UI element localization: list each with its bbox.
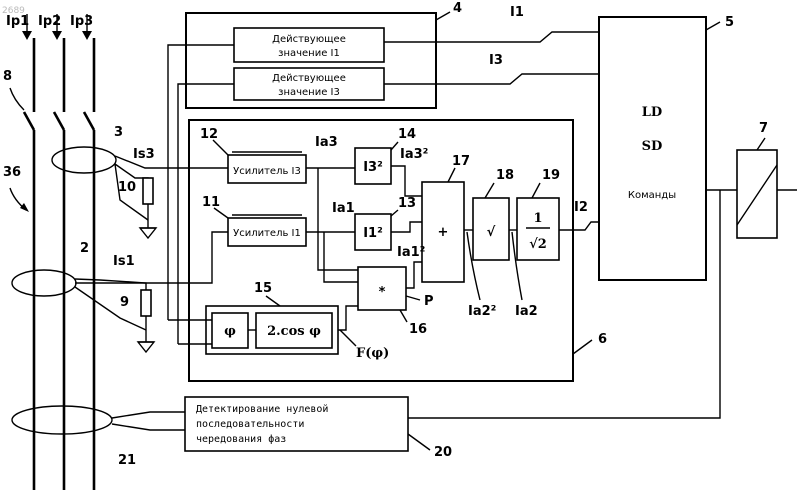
amplifier-i1-label: Усилитель I1: [233, 228, 301, 239]
ref-12: 12: [200, 127, 218, 142]
ref-19: 19: [542, 168, 560, 183]
sqrt-label: √: [487, 225, 496, 240]
phase-lines: [24, 38, 94, 490]
signal-ia3-sq: Ia3²: [400, 147, 428, 162]
ref-36: 36: [3, 165, 21, 180]
ct3-wiring: [115, 156, 190, 238]
signal-ia1: Ia1: [332, 201, 355, 216]
wire-i1: [384, 32, 599, 42]
summer-label: +: [438, 225, 449, 240]
phase-label-3: Ip3: [70, 14, 93, 29]
ld-label: LD: [642, 105, 662, 120]
wire-i3: [384, 74, 599, 84]
zero-sequence-transformer-21: [12, 406, 112, 434]
ref-5: 5: [725, 15, 734, 30]
ref-7: 7: [759, 121, 768, 136]
detector-line-2: последовательности: [196, 419, 304, 430]
detector-line-3: чередования фаз: [196, 433, 286, 445]
squarer-i3-label: I3²: [363, 160, 383, 175]
ref-9: 9: [120, 295, 129, 310]
ref-3: 3: [114, 125, 123, 140]
signal-ia1-sq: Ia1²: [397, 245, 425, 260]
signal-is3: Is3: [133, 147, 155, 162]
signal-i2: I2: [574, 200, 588, 215]
phi-label: φ: [224, 324, 236, 339]
phase-label-2: Ip2: [38, 14, 61, 29]
ref-15: 15: [254, 281, 272, 296]
phase-label-1: Ip1: [6, 14, 29, 29]
wire-i2: [559, 222, 599, 230]
detector-line-1: Детектирование нулевой: [196, 403, 328, 415]
multiplier-label: *: [379, 285, 386, 300]
ct1-wiring: [75, 279, 168, 352]
wire-rms-feed-3: [178, 84, 234, 344]
cos-phi-label: 2.cos φ: [267, 324, 321, 339]
ref-20: 20: [434, 445, 452, 460]
ref-18: 18: [496, 168, 514, 183]
signal-ia2: Ia2: [515, 304, 538, 319]
ref-2: 2: [80, 241, 89, 256]
amplifier-i3-label: Усилитель I3: [233, 166, 301, 177]
ref-14: 14: [398, 127, 416, 142]
rms-i3-line1: Действующее: [272, 73, 346, 84]
signal-i1: I1: [510, 5, 524, 20]
ref-8: 8: [3, 69, 12, 84]
ref-4: 4: [453, 1, 462, 16]
sd-label: SD: [642, 139, 663, 154]
ref-16: 16: [409, 322, 427, 337]
rms-i1-line1: Действующее: [272, 34, 346, 45]
ref-17: 17: [452, 154, 470, 169]
inverse-sqrt2-numerator: 1: [533, 211, 542, 226]
signal-f-phi: F(φ): [356, 346, 389, 361]
rms-i3-line2: значение I3: [278, 87, 340, 98]
signal-ia3: Ia3: [315, 135, 338, 150]
commands-label: Команды: [628, 190, 676, 201]
signal-ia2-sq: Ia2²: [468, 304, 496, 319]
signal-is1: Is1: [113, 254, 135, 269]
rms-i1-line2: значение I1: [278, 48, 340, 59]
ref-21: 21: [118, 453, 136, 468]
signal-p: P: [424, 294, 434, 309]
current-transformer-2: [12, 270, 76, 296]
ref-13: 13: [398, 196, 416, 211]
current-transformer-3: [52, 147, 116, 173]
ref-10: 10: [118, 180, 136, 195]
inverse-sqrt2-denominator: √2: [529, 237, 547, 252]
ref-6: 6: [598, 332, 607, 347]
ref-11: 11: [202, 195, 220, 210]
squarer-i1-label: I1²: [363, 226, 383, 241]
signal-i3: I3: [489, 53, 503, 68]
